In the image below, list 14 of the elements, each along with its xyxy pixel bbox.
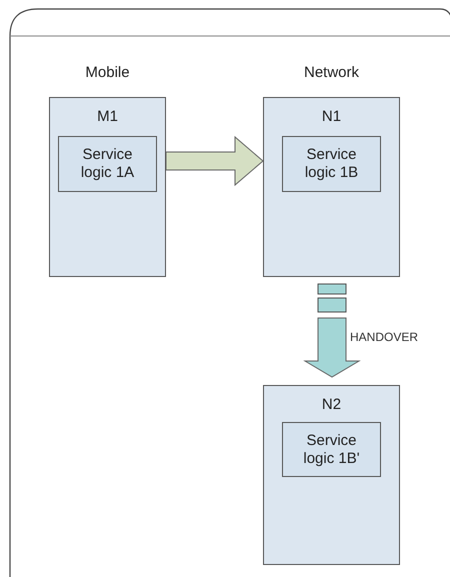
box-title: M1 xyxy=(97,107,118,127)
box-text: Service logic 1B xyxy=(304,146,360,182)
logic-box xyxy=(58,136,157,192)
device-box xyxy=(263,385,400,565)
box-title: N1 xyxy=(322,107,342,127)
column-heading: Network xyxy=(304,63,359,83)
column-heading: Mobile xyxy=(85,63,130,83)
box-text: Service logic 1B' xyxy=(302,432,361,468)
box-title: N2 xyxy=(322,395,342,415)
logic-box xyxy=(282,422,381,477)
block-arrow xyxy=(166,136,264,186)
box-text: Service logic 1A xyxy=(80,146,136,182)
block-arrow xyxy=(303,284,361,378)
logic-box xyxy=(282,136,381,192)
